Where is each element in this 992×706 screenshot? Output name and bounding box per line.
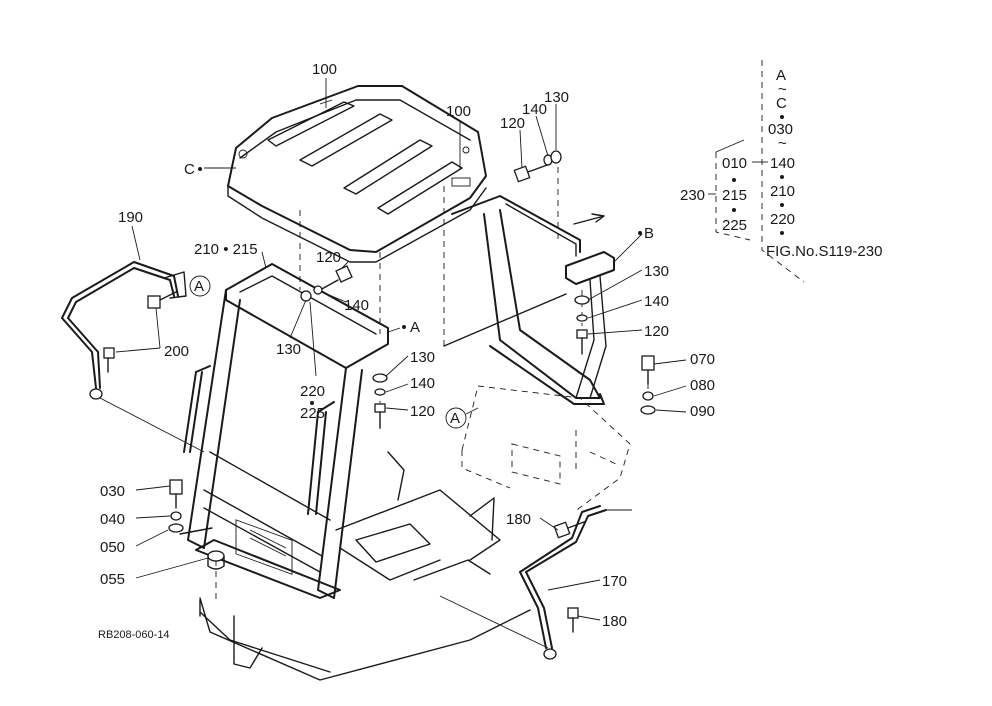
handrail-170 bbox=[439, 505, 632, 660]
callout-140-mid: 140 bbox=[344, 297, 369, 314]
part-group-legend: A ~ C 030 ~ 140 210 220 010 215 225 230 … bbox=[680, 60, 882, 283]
callout-090: 090 bbox=[690, 403, 715, 420]
callout-labels: 100 100 C 190 210 • 215 120 140 130 220 … bbox=[98, 61, 715, 641]
legend-group-label: 230 bbox=[680, 187, 705, 204]
legend-col1-item-5: ~ bbox=[778, 135, 787, 152]
callout-040: 040 bbox=[100, 511, 125, 528]
circled-a-right-label: A bbox=[450, 410, 460, 427]
callout-120-bolt: 120 bbox=[500, 115, 525, 132]
callout-130-center: 130 bbox=[410, 349, 435, 366]
legend-col1-item-1: A bbox=[776, 67, 786, 84]
callout-b: B bbox=[644, 225, 654, 242]
callout-190: 190 bbox=[118, 209, 143, 226]
circled-a-left bbox=[189, 275, 211, 297]
legend-col1-item-7: 210 bbox=[770, 183, 795, 200]
callout-140-center: 140 bbox=[410, 375, 435, 392]
callout-210-215: 210 • 215 bbox=[194, 241, 258, 258]
callout-030: 030 bbox=[100, 483, 125, 500]
rops-frame bbox=[183, 263, 389, 599]
legend-col2-item-2: 215 bbox=[722, 187, 747, 204]
callout-180-upper: 180 bbox=[506, 511, 531, 528]
handrail-190 bbox=[61, 261, 205, 453]
fasteners bbox=[103, 150, 656, 633]
legend-col1-item-2: ~ bbox=[778, 81, 787, 98]
callout-100-bracket: 100 bbox=[446, 103, 471, 120]
fig-reference: FIG.No.S119-230 bbox=[766, 243, 882, 260]
callout-220: 220 bbox=[300, 383, 325, 400]
callout-140-bracket: 140 bbox=[644, 293, 669, 310]
callout-120-top: 120 bbox=[316, 249, 341, 266]
machine-base bbox=[199, 385, 631, 681]
legend-col1-item-6: 140 bbox=[770, 155, 795, 172]
callout-070: 070 bbox=[690, 351, 715, 368]
callout-a-arrow: A bbox=[410, 319, 420, 336]
callout-c: C bbox=[184, 161, 195, 178]
legend-col1-item-8: 220 bbox=[770, 211, 795, 228]
callout-200: 200 bbox=[164, 343, 189, 360]
leader-lines bbox=[115, 78, 687, 621]
callout-225: 225 bbox=[300, 405, 325, 422]
callout-080: 080 bbox=[690, 377, 715, 394]
callout-055: 055 bbox=[100, 571, 125, 588]
callout-140-bolt: 140 bbox=[522, 101, 547, 118]
callout-050: 050 bbox=[100, 539, 125, 556]
circled-a-left-label: A bbox=[194, 278, 204, 295]
legend-col2-item-3: 225 bbox=[722, 217, 747, 234]
callout-170: 170 bbox=[602, 573, 627, 590]
canopy-roof bbox=[227, 85, 487, 263]
callout-120-center: 120 bbox=[410, 403, 435, 420]
callout-130-mid: 130 bbox=[276, 341, 301, 358]
legend-col1-item-4: 030 bbox=[768, 121, 793, 138]
drawing-code: RB208-060-14 bbox=[98, 629, 170, 641]
rear-bracket bbox=[451, 195, 615, 405]
legend-col2-item-1: 010 bbox=[722, 155, 747, 172]
callout-180-lower: 180 bbox=[602, 613, 627, 630]
callout-100-roof: 100 bbox=[312, 61, 337, 78]
callout-130-bolt: 130 bbox=[544, 89, 569, 106]
callout-120-bracket: 120 bbox=[644, 323, 669, 340]
circled-a-right bbox=[445, 407, 467, 429]
legend-col1-item-3: C bbox=[776, 95, 787, 112]
callout-130-bracket: 130 bbox=[644, 263, 669, 280]
